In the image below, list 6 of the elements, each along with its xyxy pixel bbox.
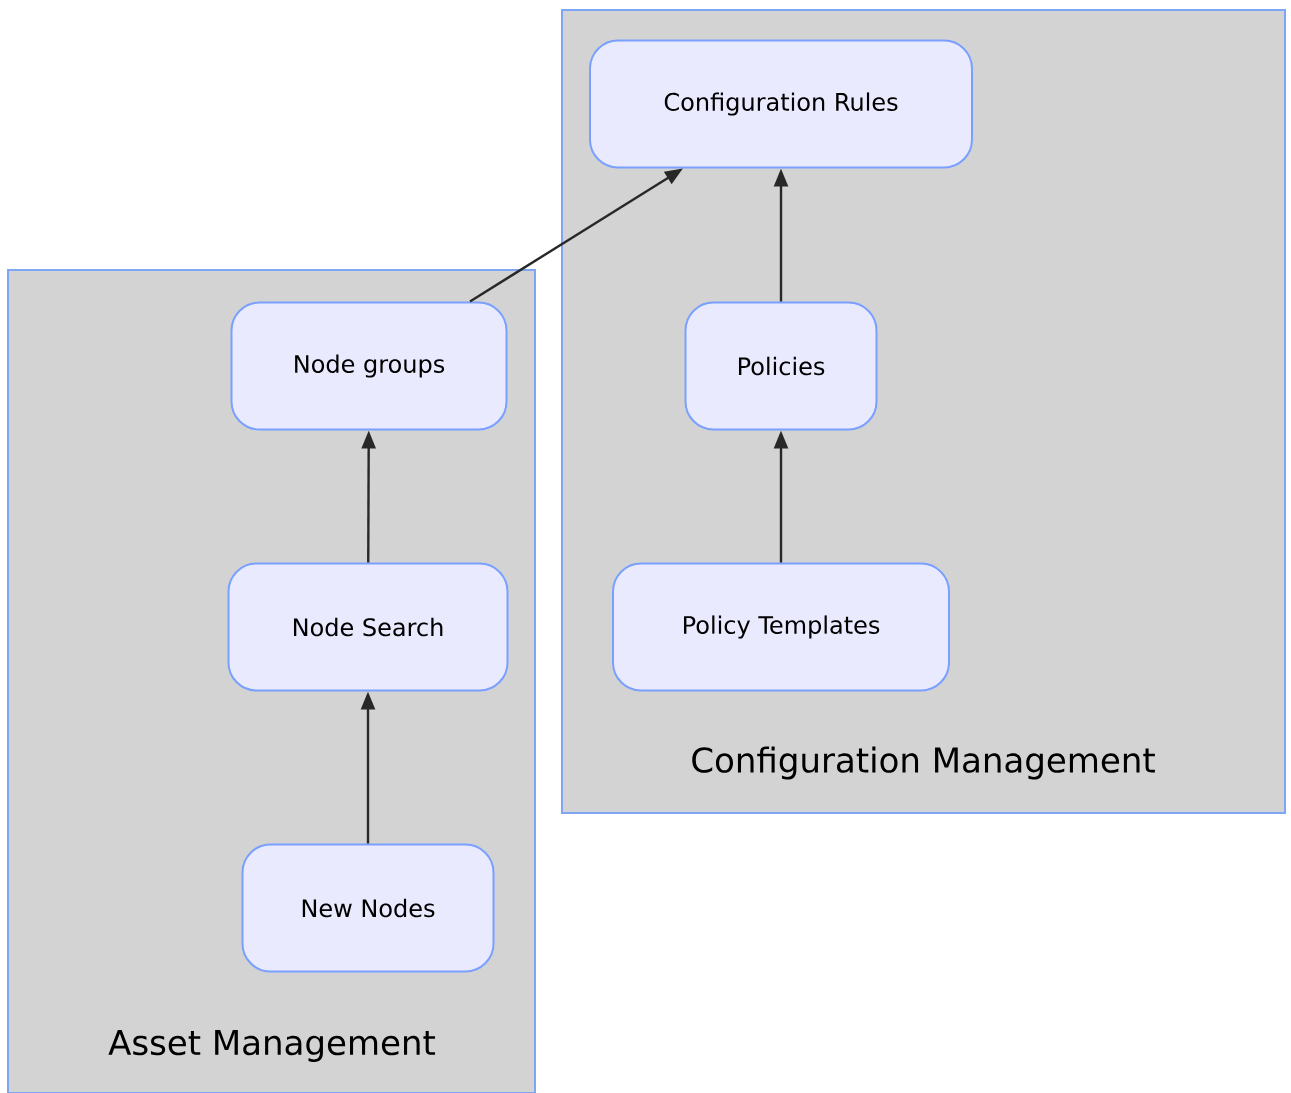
process-box: Node groups bbox=[230, 301, 508, 431]
process-box: Policy Templates bbox=[612, 562, 950, 692]
process-box: New Nodes bbox=[241, 843, 495, 973]
process-box: Policies bbox=[684, 301, 878, 431]
process-box: Configuration Rules bbox=[589, 39, 973, 169]
process-box: Node Search bbox=[227, 562, 509, 692]
